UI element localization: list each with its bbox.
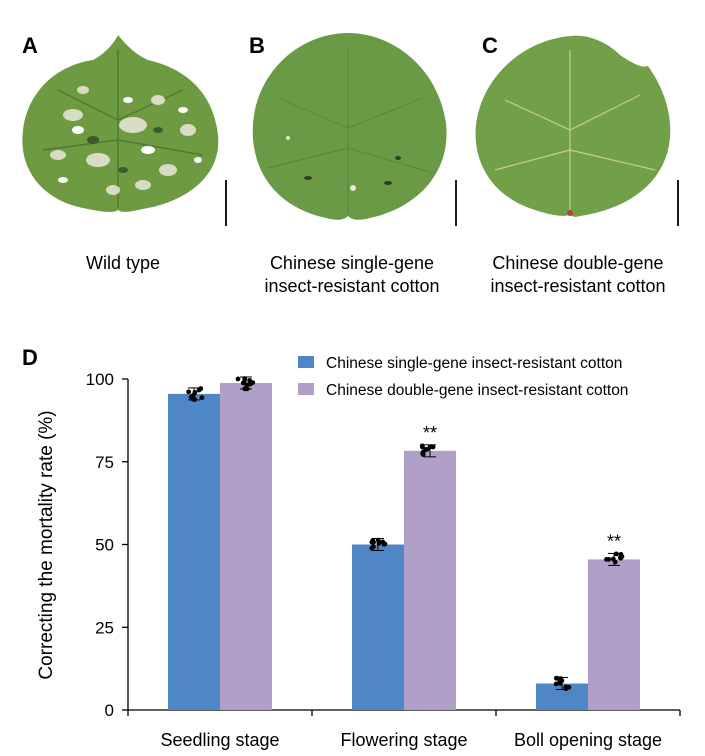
data-point [242, 376, 248, 382]
bar [220, 382, 272, 710]
legend: Chinese single-gene insect-resistant cot… [298, 355, 628, 399]
scale-bar-c [677, 180, 679, 226]
y-tick-label: 100 [86, 370, 114, 389]
x-tick-label: Flowering stage [340, 730, 467, 750]
caption-double-gene: Chinese double-gene insect-resistant cot… [490, 253, 666, 296]
data-point [563, 686, 569, 692]
y-axis: 0 25 50 75 100 [86, 370, 129, 720]
data-point [369, 545, 375, 551]
wild-type-leaf-image [18, 30, 228, 220]
legend-label: Chinese single-gene insect-resistant cot… [326, 355, 622, 372]
scale-bar-b [455, 180, 457, 226]
bar [588, 559, 640, 710]
significance-marker: ** [607, 531, 621, 551]
data-point [610, 556, 616, 562]
data-point [199, 395, 205, 401]
bar [352, 544, 404, 710]
data-point [559, 678, 565, 684]
y-tick-label: 50 [95, 536, 114, 555]
data-point [613, 551, 619, 557]
significance-marker: ** [423, 423, 437, 443]
bar [404, 450, 456, 710]
y-axis-label: Correcting the mortality rate (%) [36, 410, 57, 679]
panel-label-c: C [482, 33, 498, 58]
single-gene-leaf-image [248, 28, 453, 226]
caption-wild-type: Wild type [85, 253, 161, 273]
legend-swatch [298, 383, 314, 395]
data-point [196, 387, 202, 393]
legend-swatch [298, 356, 314, 368]
x-axis: Seedling stage Flowering stage Boll openin… [127, 709, 681, 750]
y-tick-label: 0 [105, 701, 114, 720]
y-tick-label: 75 [95, 453, 114, 472]
legend-label: Chinese double-gene insect-resistant cot… [326, 382, 628, 399]
data-point [553, 681, 559, 687]
bar [168, 393, 220, 710]
y-tick-label: 25 [95, 618, 114, 637]
bars: ** ** [168, 376, 640, 710]
data-point [430, 444, 436, 450]
scale-bar-a [225, 180, 227, 226]
data-point [420, 451, 426, 457]
double-gene-leaf-image [470, 30, 680, 222]
data-point [188, 394, 194, 400]
data-point [235, 376, 241, 382]
data-point [244, 386, 250, 392]
data-point [604, 556, 609, 562]
data-point [247, 381, 253, 387]
caption-single-gene: Chinese single-gene insect-resistant cot… [264, 253, 440, 296]
panel-label-d: D [22, 345, 38, 370]
panel-label-b: B [249, 33, 265, 58]
x-tick-label: Boll opening stage [514, 730, 662, 750]
data-point [420, 444, 425, 450]
data-point [186, 389, 192, 395]
x-tick-label: Seedling stage [160, 730, 279, 750]
panel-label-a: A [22, 33, 38, 58]
data-point [381, 541, 387, 547]
data-point [370, 538, 376, 543]
data-point [376, 540, 382, 546]
data-point [553, 675, 559, 681]
data-point [619, 554, 625, 560]
